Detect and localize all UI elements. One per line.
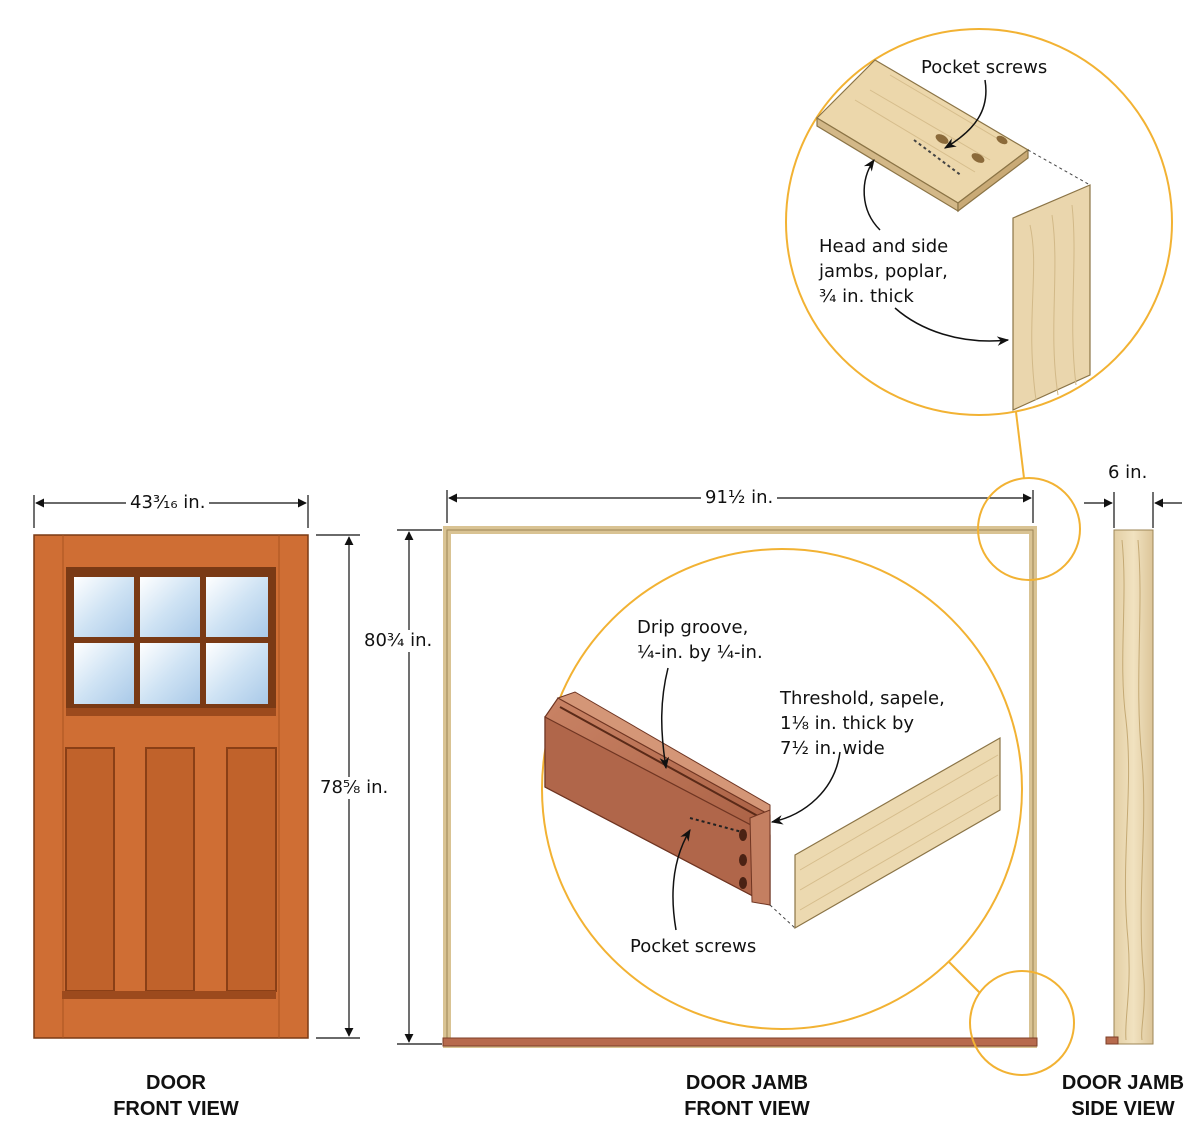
door-panels [62, 747, 277, 999]
door-height-label: 78⁵⁄₈ in. [316, 777, 393, 799]
jamb-front-view [442, 526, 1038, 1048]
jamb-front-view-caption-line2: FRONT VIEW [684, 1098, 810, 1120]
side-depth-dimension [1084, 492, 1182, 528]
top-pocket-screws-label: Pocket screws [921, 57, 1048, 78]
jambs-label-line1: Head and side [819, 236, 949, 257]
door-width-label: 43³⁄₁₆ in. [126, 492, 210, 514]
door-window [66, 567, 276, 716]
jamb-side-view [1105, 529, 1154, 1045]
door-front-view-caption-line1: DOOR [146, 1072, 206, 1094]
jambs-label-line3: ¾ in. thick [819, 286, 914, 307]
jamb-side-view-caption-line1: DOOR JAMB [1061, 1072, 1185, 1094]
door-front-view-caption-line2: FRONT VIEW [113, 1098, 239, 1120]
side-depth-label: 6 in. [1104, 462, 1152, 484]
bottom-detail-circle [541, 548, 1023, 1030]
jamb-side-view-caption-line2: SIDE VIEW [1071, 1098, 1175, 1120]
drip-groove-label-line1: Drip groove, [637, 617, 749, 638]
jamb-front-view-caption-line1: DOOR JAMB [685, 1072, 809, 1094]
jamb-height-label: 80¾ in. [360, 630, 437, 652]
jamb-width-label: 91½ in. [701, 487, 778, 509]
jambs-label-line2: jambs, poplar, [819, 261, 948, 282]
top-detail-circle [785, 28, 1173, 416]
threshold-label-line2: 1⅛ in. thick by [780, 713, 915, 734]
drip-groove-label-line2: ¼-in. by ¼-in. [637, 642, 763, 663]
threshold-label-line3: 7½ in. wide [780, 738, 885, 759]
bottom-pocket-screws-label: Pocket screws [630, 936, 757, 957]
jamb-height-dimension [397, 529, 442, 1045]
callout-circles-small [941, 411, 1081, 1076]
door-front-view [33, 534, 309, 1039]
threshold-label-line1: Threshold, sapele, [780, 688, 945, 709]
